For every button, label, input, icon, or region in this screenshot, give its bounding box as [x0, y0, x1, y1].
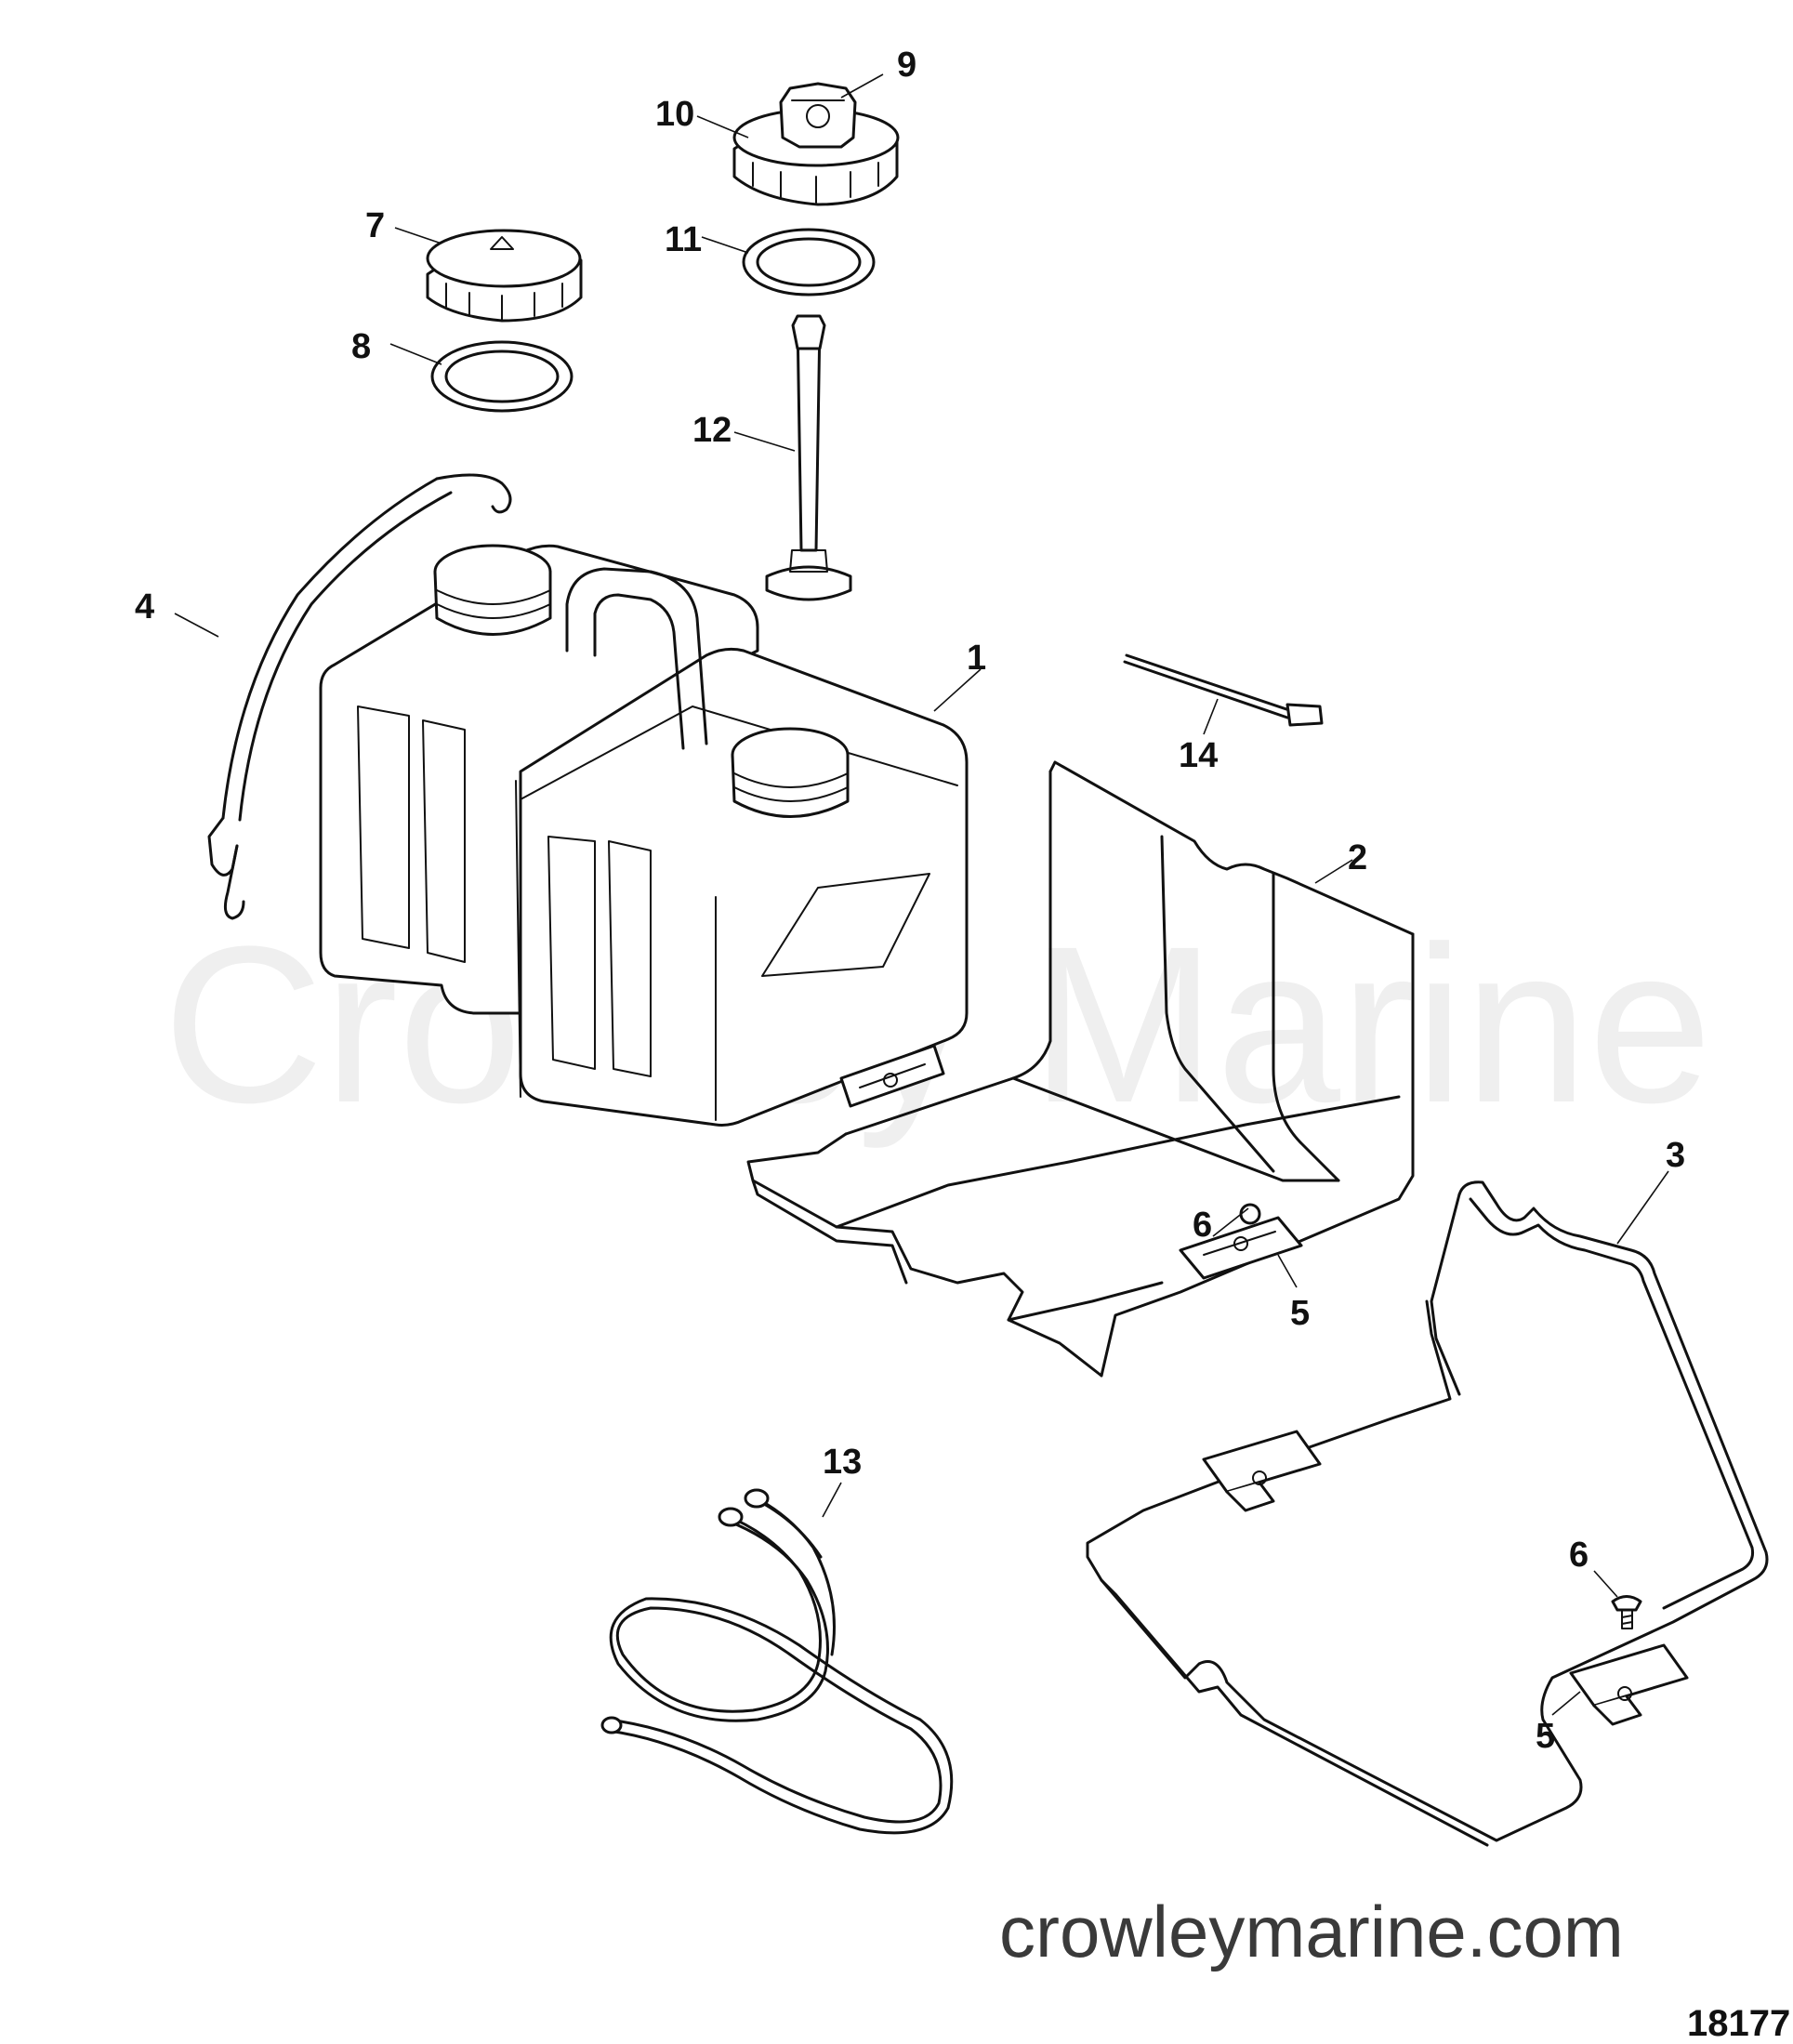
tank-cap-part-7[interactable] [426, 229, 583, 323]
gasket-part-8[interactable] [430, 340, 573, 413]
gasket-part-11[interactable] [742, 228, 876, 297]
leader-lines [174, 73, 1669, 1716]
callout-1: 1 [967, 639, 986, 678]
callout-4: 4 [135, 587, 154, 626]
hose-part-13[interactable] [600, 1488, 954, 1835]
clip-part-5-upper-bracket-3[interactable] [1202, 1430, 1322, 1512]
callout-labels: 1 2 3 4 5 5 6 6 7 8 9 10 11 12 13 14 [135, 46, 1685, 1756]
clip-part-5-top[interactable] [839, 1044, 945, 1108]
callout-3: 3 [1666, 1136, 1685, 1175]
callout-13: 13 [823, 1443, 862, 1482]
clip-part-5[interactable] [1179, 1216, 1303, 1280]
oil-tank-part-1[interactable] [319, 544, 969, 1127]
callout-6-lower: 6 [1569, 1536, 1589, 1575]
callout-7: 7 [365, 206, 385, 245]
callout-11: 11 [665, 220, 702, 259]
diagram-id: 18177 [1687, 2003, 1790, 2044]
screw-part-6-lower[interactable] [1611, 1595, 1642, 1629]
clip-part-5-lower[interactable] [1569, 1643, 1689, 1726]
callout-8: 8 [351, 327, 371, 366]
callout-5-lower: 5 [1536, 1717, 1555, 1756]
callout-6-upper: 6 [1193, 1206, 1212, 1245]
cable-tie-part-14[interactable] [1123, 653, 1324, 727]
pickup-tube-part-12[interactable] [765, 314, 852, 601]
callout-9: 9 [897, 46, 916, 85]
callout-2: 2 [1348, 838, 1367, 877]
tank-bracket-part-2[interactable] [746, 760, 1415, 1378]
gauge-assembly-part-9[interactable] [779, 82, 857, 149]
site-url: crowleymarine.com [999, 1891, 1624, 1972]
screw-part-6[interactable] [1239, 1203, 1261, 1225]
callout-12: 12 [692, 411, 732, 450]
retainer-bracket-part-3[interactable] [1086, 1180, 1769, 1847]
callout-14: 14 [1179, 736, 1218, 775]
callout-5-upper: 5 [1290, 1294, 1310, 1333]
callout-10: 10 [655, 95, 694, 134]
tie-down-strap-part-4[interactable] [207, 473, 512, 920]
